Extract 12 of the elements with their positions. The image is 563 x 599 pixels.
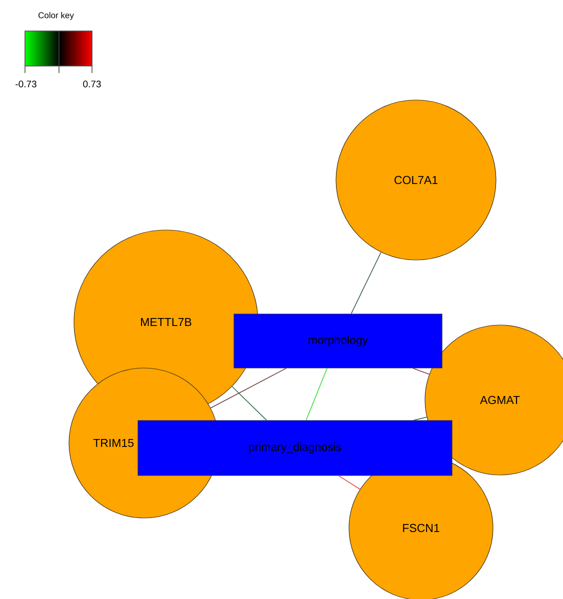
- edge-line: [413, 416, 428, 421]
- variable-box: primary_diagnosis: [138, 420, 452, 476]
- edge-line: [412, 368, 430, 375]
- tick-label: 0.73: [83, 80, 101, 88]
- edge-line: [338, 475, 360, 490]
- legend-title: Color key: [38, 12, 74, 20]
- edge-line: [232, 386, 267, 421]
- edge-line: [210, 368, 287, 408]
- variable-box: morphology: [234, 314, 442, 368]
- edge-line: [350, 252, 382, 314]
- tick-label: -0.73: [16, 80, 36, 88]
- edge-line: [306, 368, 328, 421]
